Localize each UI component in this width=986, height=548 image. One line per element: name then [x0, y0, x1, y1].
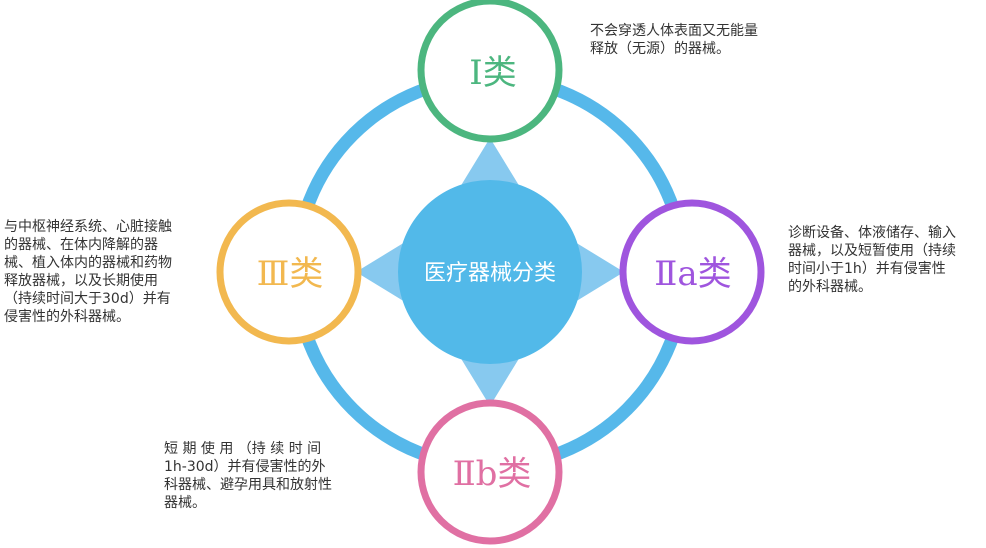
description-line: 释放器械，以及长期使用 — [4, 273, 158, 289]
description-line: 的外科器械。 — [788, 279, 872, 295]
pointer-left — [356, 239, 410, 305]
description-line: 科器械、避孕用具和放射性 — [164, 477, 332, 493]
node-class-2b-label: Ⅱb类 — [453, 454, 532, 494]
class-1-description: 不会穿透人体表面又无能量 释放（无源）的器械。 — [590, 22, 800, 58]
node-class-1: Ⅰ类 — [417, 0, 563, 143]
class-3-description: 与中枢神经系统、心脏接触 的器械、在体内降解的器 械、植入体内的器械和药物 释放… — [4, 218, 200, 326]
node-class-1-label: Ⅰ类 — [469, 53, 516, 93]
description-line: 器械。 — [164, 495, 206, 511]
description-line: 侵害性的外科器械。 — [4, 309, 130, 325]
description-line: 器械，以及短暂使用（持续 — [788, 243, 956, 259]
center-circle — [398, 180, 582, 364]
description-line: 不会穿透人体表面又无能量 — [590, 23, 758, 39]
description-line: 诊断设备、体液储存、输入 — [788, 225, 956, 241]
description-line: 的器械、在体内降解的器 — [4, 237, 158, 253]
node-class-3: Ⅲ类 — [216, 199, 362, 345]
pointer-right — [570, 239, 624, 305]
description-line: 械、植入体内的器械和药物 — [4, 255, 172, 271]
description-line: 与中枢神经系统、心脏接触 — [4, 219, 172, 235]
node-class-3-label: Ⅲ类 — [257, 254, 324, 294]
description-line: 时间小于1h）并有侵害性 — [788, 261, 946, 277]
class-2a-description: 诊断设备、体液储存、输入 器械，以及短暂使用（持续 时间小于1h）并有侵害性 的… — [788, 224, 984, 296]
node-class-2b-circle — [417, 399, 563, 545]
description-line: （持续时间大于30d）并有 — [4, 291, 171, 307]
description-line: 1h-30d）并有侵害性的外 — [164, 459, 326, 475]
node-class-2a: Ⅱa类 — [619, 199, 765, 345]
class-2b-description: 短 期 使 用 （持 续 时 间 1h-30d）并有侵害性的外 科器械、避孕用具… — [164, 440, 360, 512]
node-class-3-circle — [216, 199, 362, 345]
center-label: 医疗器械分类 — [424, 261, 556, 286]
pointer-down — [457, 352, 523, 406]
node-class-2a-circle — [619, 199, 765, 345]
node-class-1-circle — [417, 0, 563, 143]
description-line: 短 期 使 用 （持 续 时 间 — [164, 441, 322, 457]
node-class-2b: Ⅱb类 — [417, 399, 563, 545]
node-class-2a-label: Ⅱa类 — [654, 254, 731, 294]
description-line: 释放（无源）的器械。 — [590, 41, 730, 57]
pointer-up — [457, 138, 523, 192]
